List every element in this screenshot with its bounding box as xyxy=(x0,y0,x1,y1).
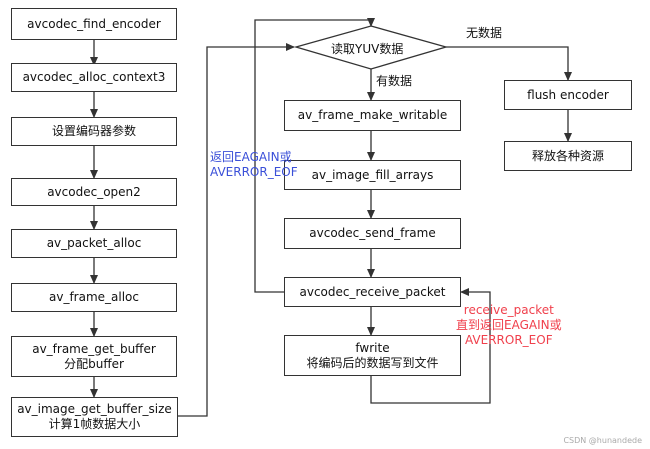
box-flush-encoder: flush encoder xyxy=(504,80,632,110)
label-open2: avcodec_open2 xyxy=(47,184,141,199)
label-eagain-return: 返回EAGAIN或 AVERROR_EOF xyxy=(210,150,298,180)
box-avcodec-send-frame: avcodec_send_frame xyxy=(284,218,461,249)
box-av-frame-get-buffer: av_frame_get_buffer 分配buffer xyxy=(11,336,177,377)
label-loop-line3: AVERROR_EOF xyxy=(464,333,553,347)
label-no-data: 无数据 xyxy=(466,26,503,40)
label-eagain-line2: AVERROR_EOF xyxy=(210,165,298,179)
label-write-file: 将编码后的数据写到文件 xyxy=(306,355,439,370)
label-set-params: 设置编码器参数 xyxy=(51,124,136,138)
watermark: CSDN @hunandede xyxy=(563,436,642,445)
label-receive-loop: receive_packet 直到返回EAGAIN或 AVERROR_EOF xyxy=(456,303,562,348)
label-fwrite: fwrite xyxy=(355,340,390,355)
decision-diamond xyxy=(293,25,449,70)
decision-label: 读取YUV数据 xyxy=(331,42,404,56)
box-avcodec-alloc-context3: avcodec_alloc_context3 xyxy=(11,63,177,92)
label-eagain-line1: 返回EAGAIN或 xyxy=(210,150,292,164)
box-avcodec-receive-packet: avcodec_receive_packet xyxy=(284,277,461,307)
box-av-frame-make-writable: av_frame_make_writable xyxy=(284,100,461,131)
label-alloc-context3: avcodec_alloc_context3 xyxy=(22,70,166,84)
label-alloc-buffer: 分配buffer xyxy=(64,356,124,371)
arrow-receive-back-to-decision xyxy=(254,18,375,293)
label-packet-alloc: av_packet_alloc xyxy=(46,236,142,250)
box-release-resources: 释放各种资源 xyxy=(504,141,632,171)
label-frame-alloc: av_frame_alloc xyxy=(49,290,139,304)
arrow-decision-to-flush xyxy=(446,46,572,81)
box-av-frame-alloc: av_frame_alloc xyxy=(11,283,177,312)
label-fill-arrays: av_image_fill_arrays xyxy=(311,167,434,182)
box-av-packet-alloc: av_packet_alloc xyxy=(11,229,177,258)
box-set-encoder-params: 设置编码器参数 xyxy=(11,117,177,146)
box-avcodec-find-encoder: avcodec_find_encoder xyxy=(11,8,177,40)
label-receive-packet: avcodec_receive_packet xyxy=(299,284,446,299)
label-send-frame: avcodec_send_frame xyxy=(309,226,436,240)
label-loop-line1: receive_packet xyxy=(463,303,554,317)
box-fwrite: fwrite 将编码后的数据写到文件 xyxy=(284,335,461,376)
box-av-image-get-buffer-size: av_image_get_buffer_size 计算1帧数据大小 xyxy=(11,397,178,437)
box-av-image-fill-arrays: av_image_fill_arrays xyxy=(284,160,461,190)
label-frame-size: 计算1帧数据大小 xyxy=(48,417,141,431)
arrow-size-to-decision xyxy=(178,43,295,417)
label-find-encoder: avcodec_find_encoder xyxy=(27,16,161,31)
label-release: 释放各种资源 xyxy=(531,148,604,163)
label-has-data: 有数据 xyxy=(376,74,413,88)
label-flush: flush encoder xyxy=(527,87,609,102)
box-avcodec-open2: avcodec_open2 xyxy=(11,178,177,206)
arrow-fwrite-back-to-receive xyxy=(370,288,491,404)
label-get-buffer: av_frame_get_buffer xyxy=(32,341,156,356)
label-make-writable: av_frame_make_writable xyxy=(297,108,448,122)
label-loop-line2: 直到返回EAGAIN或 xyxy=(456,318,562,332)
label-buffer-size: av_image_get_buffer_size xyxy=(17,402,172,416)
